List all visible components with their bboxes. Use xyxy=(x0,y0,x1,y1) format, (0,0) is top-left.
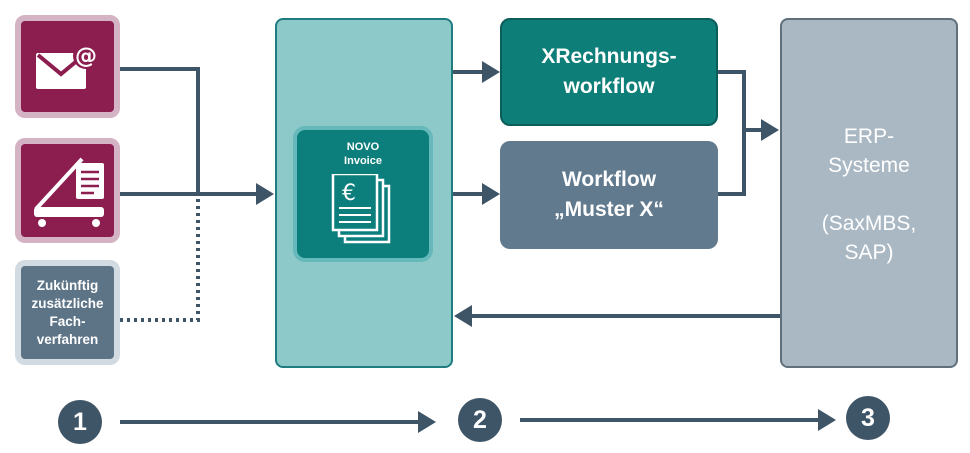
novo-invoice-title: NOVO Invoice xyxy=(344,141,382,167)
step-3-circle: 3 xyxy=(846,396,890,440)
email-connector xyxy=(120,67,200,194)
euro-documents-icon: € xyxy=(331,174,391,244)
xrechnung-workflow-line2: workflow xyxy=(563,75,655,98)
arrowhead-step-3 xyxy=(818,409,836,431)
xrechnung-workflow-box: XRechnungs- workflow xyxy=(500,18,718,126)
arrowhead-into-panel xyxy=(256,183,274,205)
erp-line2: Systeme xyxy=(828,154,910,177)
erp-line4: SAP) xyxy=(844,241,894,264)
erp-line1: ERP- xyxy=(843,125,895,148)
arrowhead-step-2 xyxy=(418,411,436,433)
svg-text:€: € xyxy=(342,181,356,206)
arrowhead-into-muster xyxy=(482,183,500,205)
arrowhead-into-xrechnung xyxy=(482,61,500,83)
novo-invoice-box: NOVO Invoice € xyxy=(293,126,433,262)
xrechnung-workflow-line1: XRechnungs- xyxy=(541,45,677,68)
muster-workflow-line2: „Muster X“ xyxy=(554,198,664,221)
future-procedures-tile: Zukünftig zusätzliche Fach- verfahren xyxy=(15,260,120,365)
future-procedures-label: Zukünftig zusätzliche Fach- verfahren xyxy=(31,277,104,347)
scanner-document-icon xyxy=(33,157,104,227)
erp-line3: (SaxMBS, xyxy=(821,212,917,235)
arrowhead-into-erp xyxy=(761,119,779,141)
email-source-tile: @ xyxy=(15,15,120,118)
muster-workflow-line1: Workflow xyxy=(561,168,657,191)
arrowhead-return-into-panel xyxy=(454,305,472,327)
email-at-icon: @ xyxy=(35,42,99,89)
step-1-circle: 1 xyxy=(58,400,102,444)
step-2-circle: 2 xyxy=(458,398,502,442)
scanner-source-tile xyxy=(15,138,120,243)
muster-workflow-box: Workflow „Muster X“ xyxy=(500,141,718,249)
svg-text:@: @ xyxy=(75,44,97,69)
erp-systems-box: ERP- Systeme (SaxMBS, SAP) xyxy=(780,18,958,368)
xrechnung-to-erp-connector xyxy=(718,70,746,196)
future-connector xyxy=(120,194,200,322)
